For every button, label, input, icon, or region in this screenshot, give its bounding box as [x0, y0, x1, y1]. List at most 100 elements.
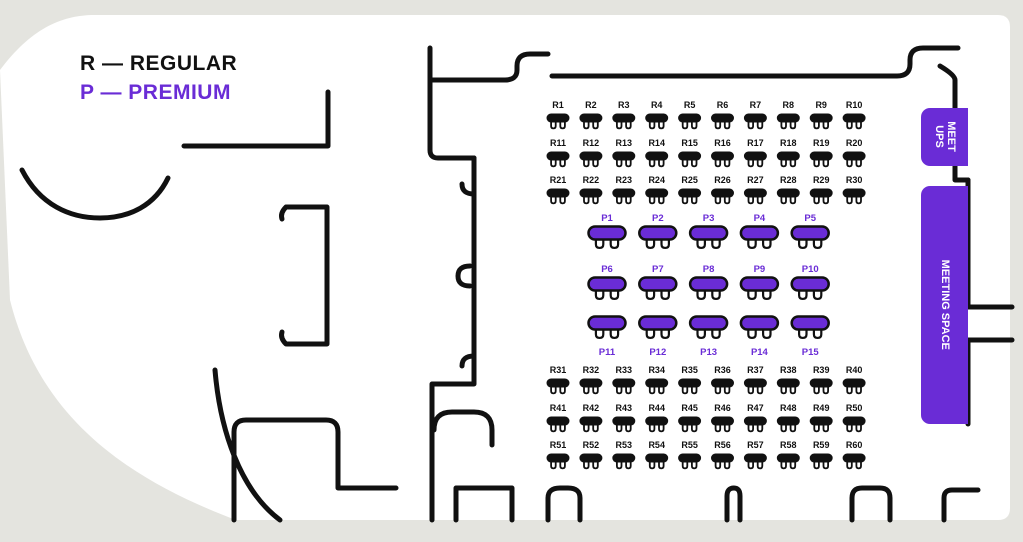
seat-label: R15	[681, 138, 698, 148]
seat-p7[interactable]: P7	[638, 264, 678, 301]
seat-r11[interactable]: R11	[546, 138, 570, 168]
seat-r60[interactable]: R60	[842, 440, 866, 470]
meeting-space-zone[interactable]: MEETING SPACE	[921, 186, 968, 424]
seat-p12[interactable]: P12	[638, 315, 678, 359]
seat-p2[interactable]: P2	[638, 213, 678, 250]
seat-r7[interactable]: R7	[743, 100, 767, 130]
armchair-icon	[790, 315, 830, 340]
seat-r52[interactable]: R52	[579, 440, 603, 470]
seat-r45[interactable]: R45	[678, 403, 702, 433]
armchair-icon	[711, 151, 734, 168]
seat-r38[interactable]: R38	[776, 365, 800, 395]
seat-r19[interactable]: R19	[809, 138, 833, 168]
seat-r53[interactable]: R53	[612, 440, 636, 470]
armchair-icon	[842, 378, 866, 395]
seat-r48[interactable]: R48	[776, 403, 800, 433]
seat-r42[interactable]: R42	[579, 403, 603, 433]
seat-r22[interactable]: R22	[579, 175, 603, 205]
seat-label: R25	[681, 175, 698, 185]
seat-label: R35	[681, 365, 698, 375]
seat-r16[interactable]: R16	[711, 138, 734, 168]
seat-label: R20	[846, 138, 863, 148]
seat-r10[interactable]: R10	[842, 100, 866, 130]
armchair-icon	[743, 416, 767, 433]
seat-r46[interactable]: R46	[711, 403, 734, 433]
seat-r57[interactable]: R57	[743, 440, 767, 470]
seat-r25[interactable]: R25	[678, 175, 702, 205]
seat-label: R39	[813, 365, 830, 375]
seat-r6[interactable]: R6	[711, 100, 734, 130]
seat-p9[interactable]: P9	[739, 264, 780, 301]
seat-r9[interactable]: R9	[809, 100, 833, 130]
seat-r23[interactable]: R23	[612, 175, 636, 205]
seat-p13[interactable]: P13	[688, 315, 729, 359]
armchair-icon	[645, 113, 669, 130]
seat-r18[interactable]: R18	[776, 138, 800, 168]
seat-r27[interactable]: R27	[743, 175, 767, 205]
legend-regular: R — REGULAR	[80, 52, 238, 75]
seat-p4[interactable]: P4	[739, 213, 780, 250]
seat-p8[interactable]: P8	[688, 264, 729, 301]
seat-label: R3	[618, 100, 630, 110]
seat-r17[interactable]: R17	[743, 138, 767, 168]
seat-r29[interactable]: R29	[809, 175, 833, 205]
seat-label: R5	[684, 100, 696, 110]
seat-r36[interactable]: R36	[711, 365, 734, 395]
seat-label: R14	[648, 138, 665, 148]
seat-r12[interactable]: R12	[579, 138, 603, 168]
armchair-icon	[579, 453, 603, 470]
seat-r21[interactable]: R21	[546, 175, 570, 205]
seat-p3[interactable]: P3	[688, 213, 729, 250]
seat-r50[interactable]: R50	[842, 403, 866, 433]
seat-r35[interactable]: R35	[678, 365, 702, 395]
seat-r31[interactable]: R31	[546, 365, 570, 395]
seat-p11[interactable]: P11	[587, 315, 627, 359]
seat-r58[interactable]: R58	[776, 440, 800, 470]
seat-r33[interactable]: R33	[612, 365, 636, 395]
seat-r24[interactable]: R24	[645, 175, 669, 205]
seat-r43[interactable]: R43	[612, 403, 636, 433]
seat-p15[interactable]: P15	[790, 315, 830, 359]
seat-r49[interactable]: R49	[809, 403, 833, 433]
armchair-icon	[612, 416, 636, 433]
seat-r26[interactable]: R26	[711, 175, 734, 205]
seat-label: R32	[583, 365, 600, 375]
seat-p5[interactable]: P5	[790, 213, 830, 250]
seat-r59[interactable]: R59	[809, 440, 833, 470]
seat-r3[interactable]: R3	[612, 100, 636, 130]
seat-r30[interactable]: R30	[842, 175, 866, 205]
meetups-zone[interactable]: MEET UPS	[921, 108, 968, 166]
seat-r56[interactable]: R56	[711, 440, 734, 470]
seat-label: R59	[813, 440, 830, 450]
seat-r44[interactable]: R44	[645, 403, 669, 433]
seat-p6[interactable]: P6	[587, 264, 627, 301]
seat-r1[interactable]: R1	[546, 100, 570, 130]
armchair-icon	[809, 416, 833, 433]
seat-r13[interactable]: R13	[612, 138, 636, 168]
seat-r54[interactable]: R54	[645, 440, 669, 470]
seat-r32[interactable]: R32	[579, 365, 603, 395]
seat-r8[interactable]: R8	[776, 100, 800, 130]
seat-p14[interactable]: P14	[739, 315, 780, 359]
seat-r2[interactable]: R2	[579, 100, 603, 130]
seat-r14[interactable]: R14	[645, 138, 669, 168]
seat-r37[interactable]: R37	[743, 365, 767, 395]
seat-r20[interactable]: R20	[842, 138, 866, 168]
seat-r34[interactable]: R34	[645, 365, 669, 395]
seat-r40[interactable]: R40	[842, 365, 866, 395]
seat-p10[interactable]: P10	[790, 264, 830, 301]
seat-r28[interactable]: R28	[776, 175, 800, 205]
seat-r41[interactable]: R41	[546, 403, 570, 433]
seat-r55[interactable]: R55	[678, 440, 702, 470]
seat-r4[interactable]: R4	[645, 100, 669, 130]
seat-r39[interactable]: R39	[809, 365, 833, 395]
seat-p1[interactable]: P1	[587, 213, 627, 250]
seat-r15[interactable]: R15	[678, 138, 702, 168]
seat-r47[interactable]: R47	[743, 403, 767, 433]
seat-r51[interactable]: R51	[546, 440, 570, 470]
armchair-icon	[645, 188, 669, 205]
seat-label: R57	[747, 440, 764, 450]
seat-r5[interactable]: R5	[678, 100, 702, 130]
